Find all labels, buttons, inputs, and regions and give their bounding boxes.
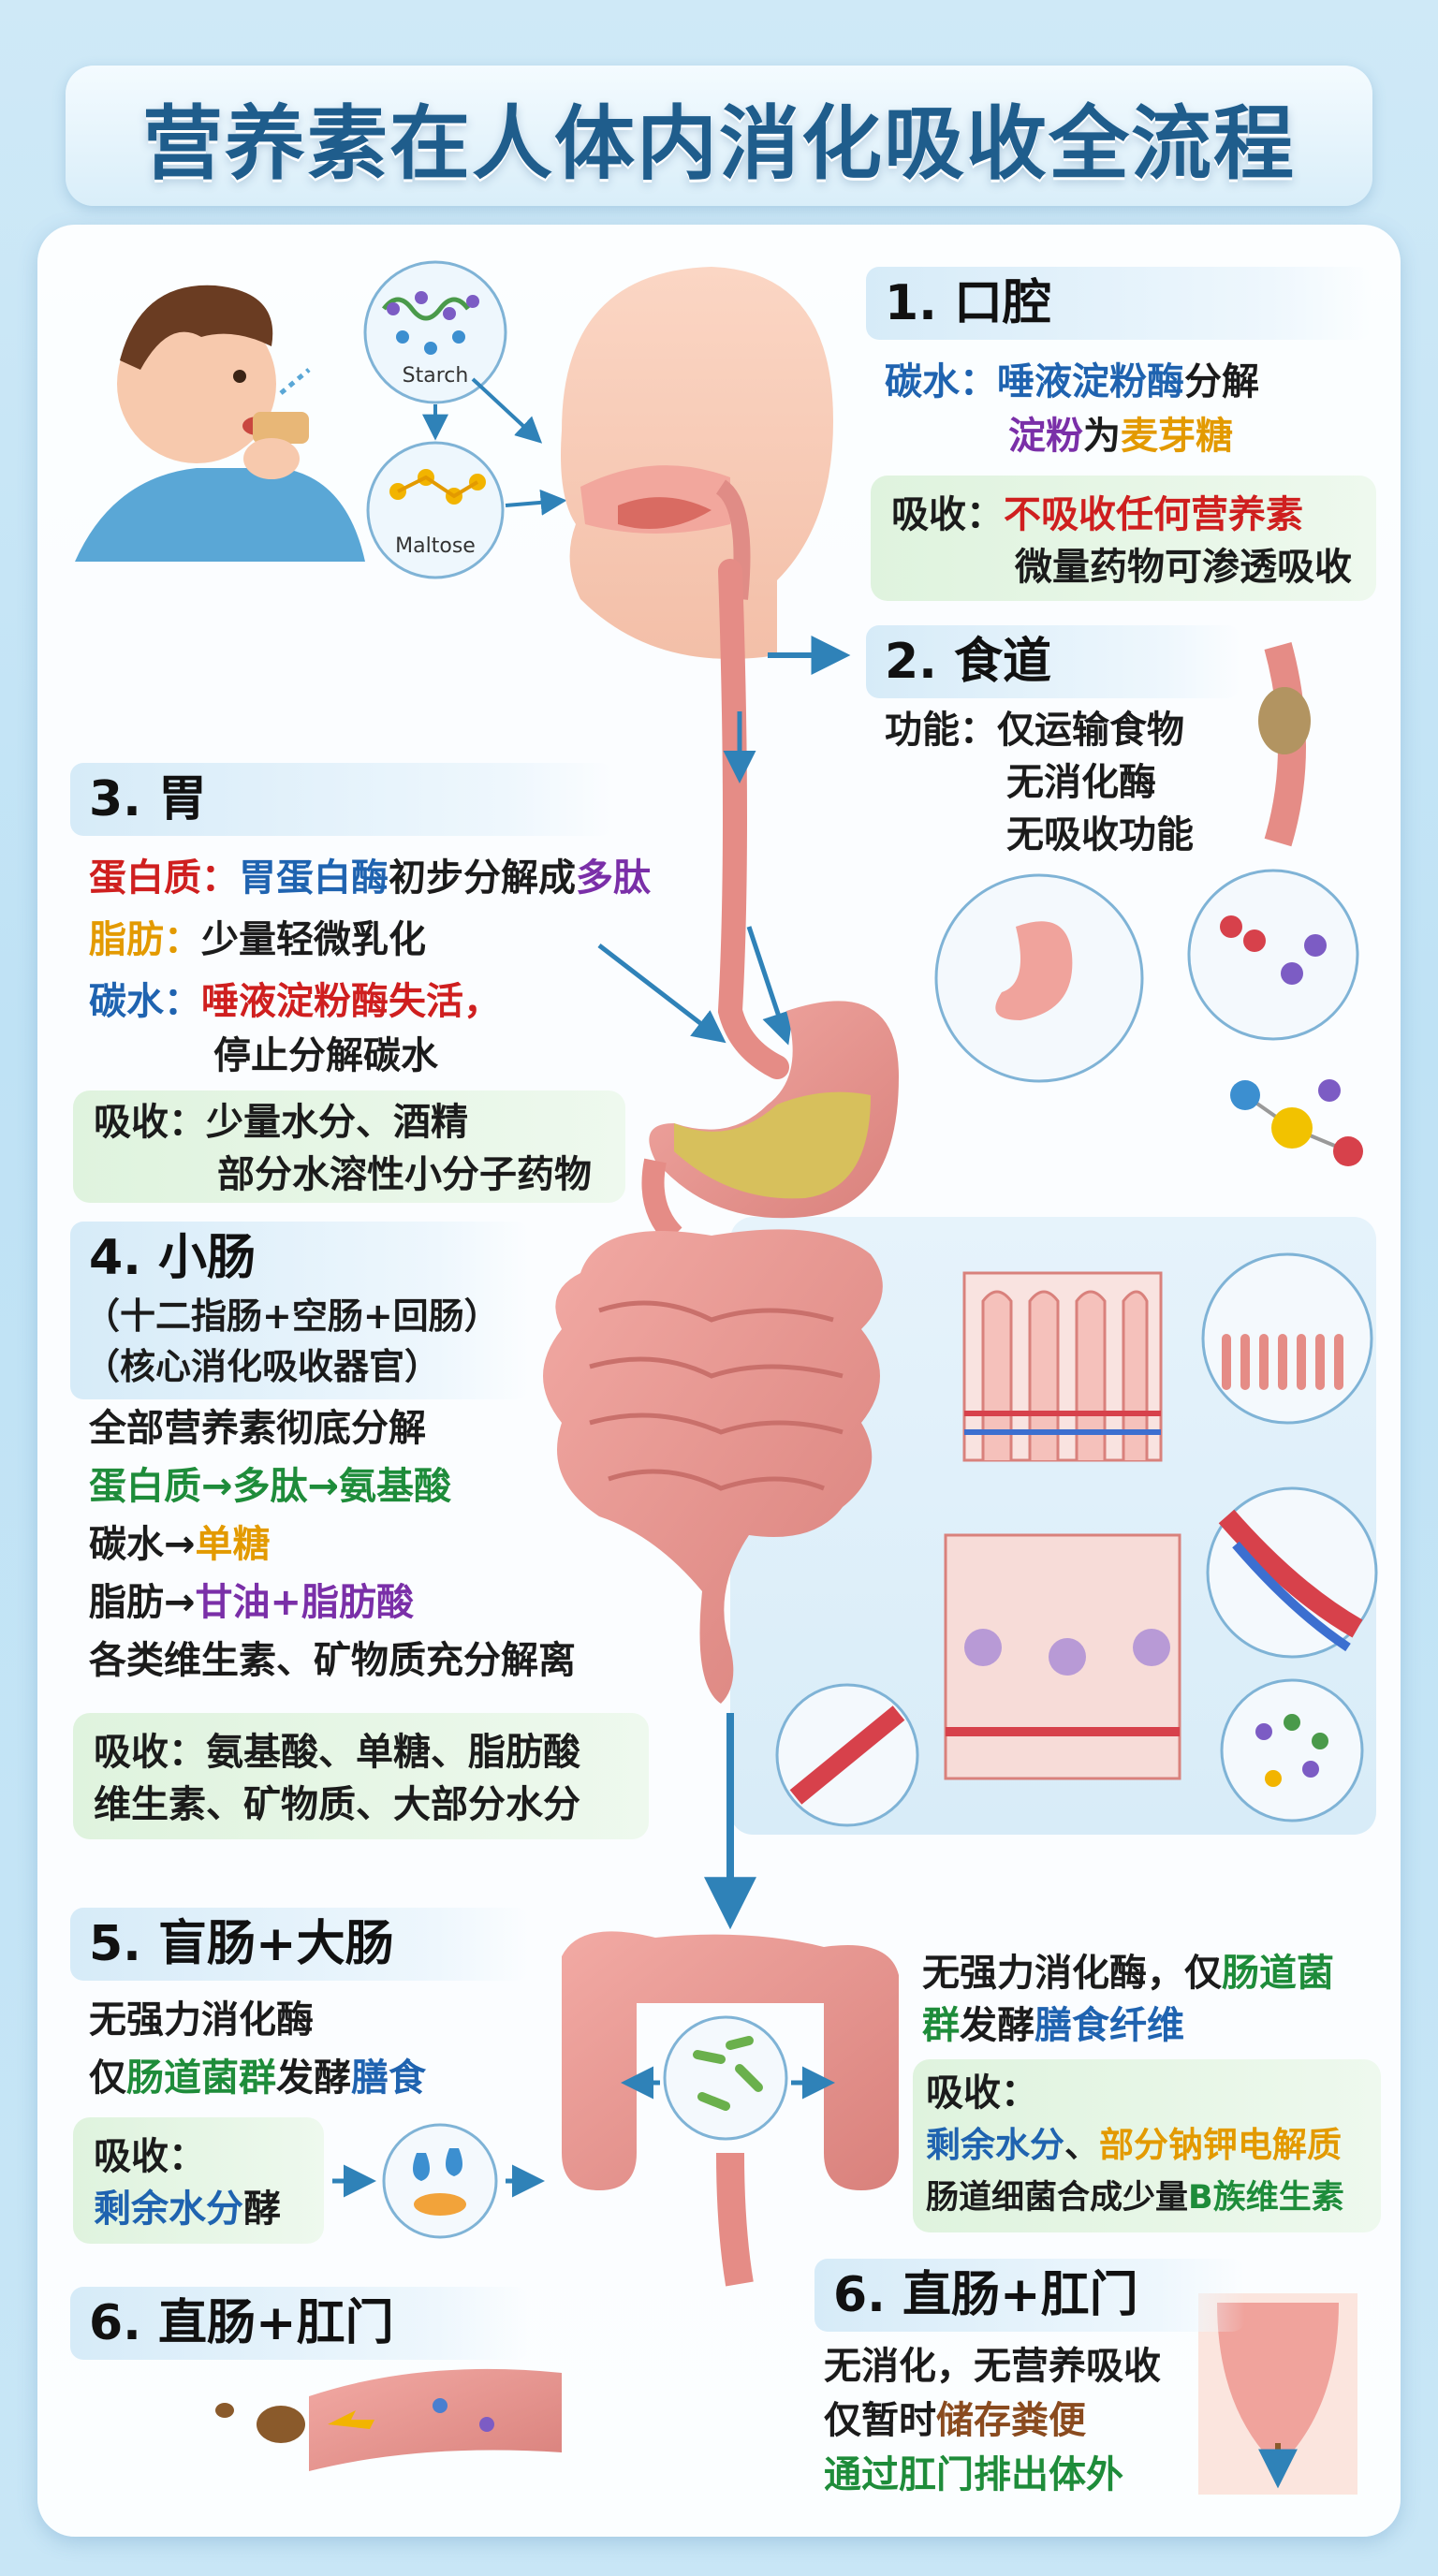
stage5-right-absorb-box: 吸收： 剩余水分、部分钠钾电解质 肠道细菌合成少量B族维生素 — [913, 2059, 1381, 2232]
stage6-right-line2: 仅暂时储存粪便 — [824, 2399, 1086, 2442]
stomach-illustration — [641, 1001, 899, 1244]
head-cross-section — [561, 267, 833, 659]
stage4-heading: 4. 小肠 — [70, 1222, 529, 1399]
stage1-absorb-box: 吸收：不吸收任何营养素 微量药物可渗透吸收 — [871, 476, 1376, 601]
stage3-fat-line: 脂肪：少量轻微乳化 — [89, 918, 426, 961]
stage5-heading: 5. 盲肠+大肠 — [70, 1908, 529, 1981]
stage1-carb-line2: 淀粉为麦芽糖 — [1008, 415, 1233, 458]
stage2-func-line1: 功能：仅运输食物 — [885, 709, 1184, 752]
large-intestine-illustration — [562, 1931, 899, 2287]
stage4-fat-line: 脂肪→甘油+脂肪酸 — [89, 1581, 415, 1624]
stage4-protein-line: 蛋白质→多肽→氨基酸 — [89, 1465, 452, 1508]
gut-bacteria-icon — [663, 2015, 788, 2141]
maltose-molecule-icon: Maltose — [366, 441, 505, 579]
stage4-line1: 全部营养素彻底分解 — [89, 1407, 426, 1450]
stage2-func-line2: 无消化酶 — [1006, 761, 1156, 804]
starch-molecule-icon: Starch — [363, 260, 507, 404]
stage2-heading: 2. 食道 — [866, 625, 1240, 698]
stage3-absorb-box: 吸收：少量水分、酒精 部分水溶性小分子药物 — [73, 1090, 625, 1203]
rectum-tube-illustration — [215, 2368, 562, 2471]
intestinal-villi-illustration — [775, 1252, 1378, 1827]
stage6-right-line1: 无消化，无营养吸收 — [824, 2345, 1161, 2388]
small-intestine-illustration — [543, 1229, 883, 1704]
stage4-sub2: （核心消化吸收器官） — [84, 1346, 441, 1387]
anus-illustration — [1198, 2293, 1357, 2495]
stage3-heading: 3. 胃 — [70, 763, 613, 836]
stage5-left-absorb-box: 吸收： 剩余水分酵 — [73, 2117, 324, 2244]
esophagus-peristalsis-icon — [1258, 642, 1311, 847]
fermentation-bubble-icon — [382, 2123, 498, 2239]
stage5-left-line2: 仅肠道菌群发酵膳食 — [89, 2056, 426, 2100]
stage3-carb-line2: 停止分解碳水 — [213, 1034, 438, 1077]
stage3-carb-line1: 碳水：唾液淀粉酶失活， — [89, 980, 501, 1023]
stage2-func-line3: 无吸收功能 — [1006, 813, 1194, 856]
stage6-right-heading: 6. 直肠+肛门 — [814, 2259, 1245, 2332]
stage4-absorb-box: 吸收：氨基酸、单糖、脂肪酸 维生素、矿物质、大部分水分 — [73, 1713, 649, 1839]
esophagus — [717, 559, 789, 1079]
title-banner: 营养素在人体内消化吸收全流程 — [66, 66, 1372, 206]
stage6-left-heading: 6. 直肠+肛门 — [70, 2287, 529, 2360]
stage4-carb-line: 碳水→单糖 — [89, 1523, 271, 1566]
stage6-right-line3: 通过肛门排出体外 — [824, 2453, 1123, 2496]
maltose-label: Maltose — [395, 534, 476, 558]
molecule-cluster-icon — [1230, 1079, 1363, 1166]
stomach-zoom-bubbles — [934, 869, 1363, 1166]
boy-eating-illustration — [75, 285, 365, 562]
stage4-sub1: （十二指肠+空肠+回肠） — [84, 1295, 500, 1337]
page-title: 营养素在人体内消化吸收全流程 — [142, 96, 1296, 191]
stage1-carb-line1: 碳水：唾液淀粉酶分解 — [885, 360, 1259, 403]
starch-label: Starch — [403, 364, 469, 388]
stage3-protein-line: 蛋白质：胃蛋白酶初步分解成多肽 — [89, 856, 651, 900]
stage5-right-line2: 群发酵膳食纤维 — [922, 2004, 1184, 2047]
stage5-left-line1: 无强力消化酶 — [89, 1998, 314, 2042]
stage4-vitamin-line: 各类维生素、矿物质充分解离 — [89, 1639, 576, 1682]
stage1-heading: 1. 口腔 — [866, 267, 1372, 340]
stage5-right-line1: 无强力消化酶，仅肠道菌 — [922, 1952, 1334, 1995]
